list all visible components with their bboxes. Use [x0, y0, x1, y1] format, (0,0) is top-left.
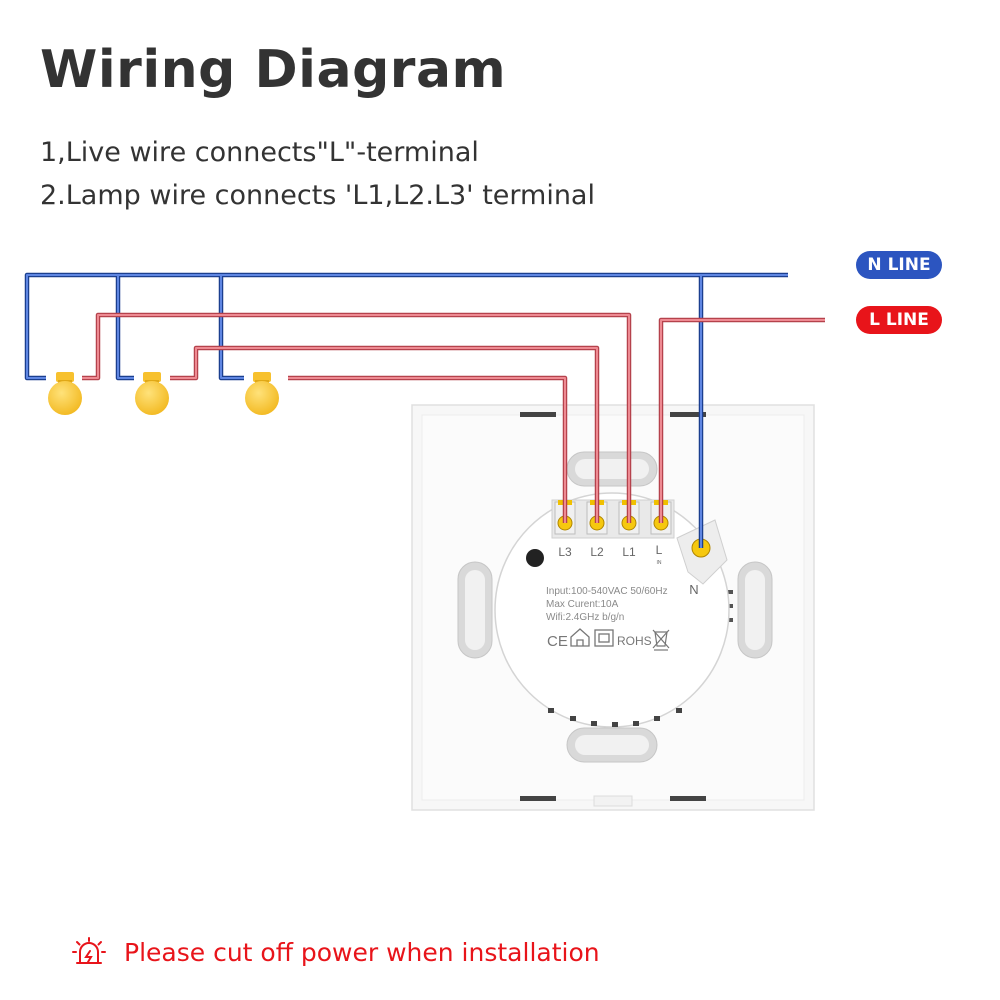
terminal-label-l-sub: IN	[657, 560, 662, 566]
instruction-live-wire: 1,Live wire connects"L"-terminal	[40, 137, 479, 168]
spec-input: Input:100-540VAC 50/60Hz	[546, 586, 668, 597]
alarm-light-icon	[72, 937, 106, 964]
switch-module	[494, 492, 730, 728]
terminal-labels: L3 L2 L1 L IN N	[558, 543, 698, 597]
page-title: Wiring Diagram	[40, 40, 507, 100]
terminal-label-l: L	[656, 543, 663, 557]
instruction-lamp-wire: 2.Lamp wire connects 'L1,L2.L3' terminal	[40, 180, 595, 211]
module-specs: Input:100-540VAC 50/60Hz Max Curent:10A …	[546, 586, 668, 623]
spec-current: Max Curent:10A	[546, 599, 619, 610]
bulb-icon	[245, 372, 279, 415]
lamp-bulbs	[48, 372, 279, 415]
l-line-badge: L LINE	[856, 306, 942, 334]
double-insulation-icon	[594, 629, 614, 647]
warning-text: Please cut off power when installation	[124, 937, 600, 967]
terminal-label-l1: L1	[622, 545, 636, 559]
warning-notice: Please cut off power when installation	[72, 936, 600, 968]
rohs-mark: ROHS	[617, 634, 652, 648]
terminal-label-l2: L2	[590, 545, 604, 559]
home-icon	[570, 628, 590, 647]
terminal-label-l3: L3	[558, 545, 572, 559]
terminal-label-n: N	[689, 582, 698, 597]
n-line-badge: N LINE	[856, 251, 942, 279]
weee-bin-icon	[652, 629, 670, 651]
live-wires	[82, 312, 825, 523]
certification-marks: CE ROHS	[547, 628, 670, 651]
bulb-icon	[135, 372, 169, 415]
ce-mark: CE	[547, 633, 568, 650]
bulb-icon	[48, 372, 82, 415]
spec-wifi: Wifi:2.4GHz b/g/n	[546, 612, 624, 623]
